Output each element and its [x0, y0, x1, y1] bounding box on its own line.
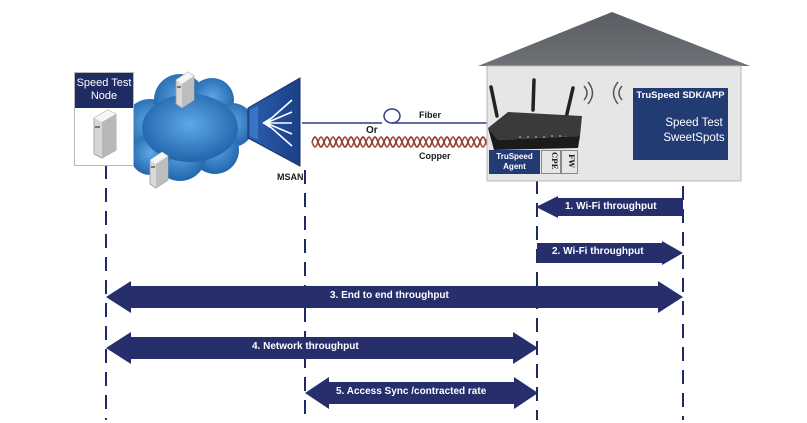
sdk-app-label: TruSpeed SDK/APP	[636, 90, 725, 101]
wifi-device-icon	[612, 81, 623, 105]
speed-test-node-label: Speed Test Node	[75, 73, 133, 108]
truspeed-sdk-box: TruSpeed SDK/APP Speed Test SweetSpots	[633, 88, 728, 160]
cloud-server-top-icon	[175, 71, 195, 109]
copper-line	[311, 136, 506, 148]
flow-label-2: 2. Wi-Fi throughput	[552, 246, 644, 257]
house-roof	[478, 12, 750, 66]
flow-label-3: 3. End to end throughput	[330, 290, 449, 301]
msan-label: MSAN	[277, 172, 304, 182]
msan-icon	[247, 77, 301, 167]
flow-label-1: 1. Wi-Fi throughput	[565, 201, 657, 212]
arrow-wifi-throughput-2	[537, 241, 683, 265]
router-icon	[488, 78, 582, 150]
speed-test-node-box: Speed Test Node	[74, 72, 134, 166]
wifi-router-icon	[583, 81, 594, 105]
arrow-access-sync	[305, 377, 538, 409]
flow-arrows	[106, 196, 683, 409]
cpe-label: CPE	[550, 152, 559, 170]
fiber-label: Fiber	[419, 110, 442, 120]
fw-label: FW	[567, 154, 576, 168]
sweetspots-label: Speed Test SweetSpots	[663, 117, 725, 144]
copper-label: Copper	[419, 151, 451, 161]
arrow-network-throughput	[106, 332, 538, 364]
flow-label-4: 4. Network throughput	[252, 341, 359, 352]
flow-label-5: 5. Access Sync /contracted rate	[336, 386, 487, 397]
arrow-end-to-end-throughput	[106, 281, 683, 313]
truspeed-agent-label: TruSpeed Agent	[489, 150, 540, 174]
fiber-line	[302, 108, 505, 124]
fw-box: FW	[561, 150, 578, 174]
arrow-wifi-throughput-1	[536, 196, 683, 218]
cloud-server-bottom-icon	[149, 151, 169, 189]
cpe-box: CPE	[541, 150, 561, 174]
or-label: Or	[366, 125, 378, 136]
